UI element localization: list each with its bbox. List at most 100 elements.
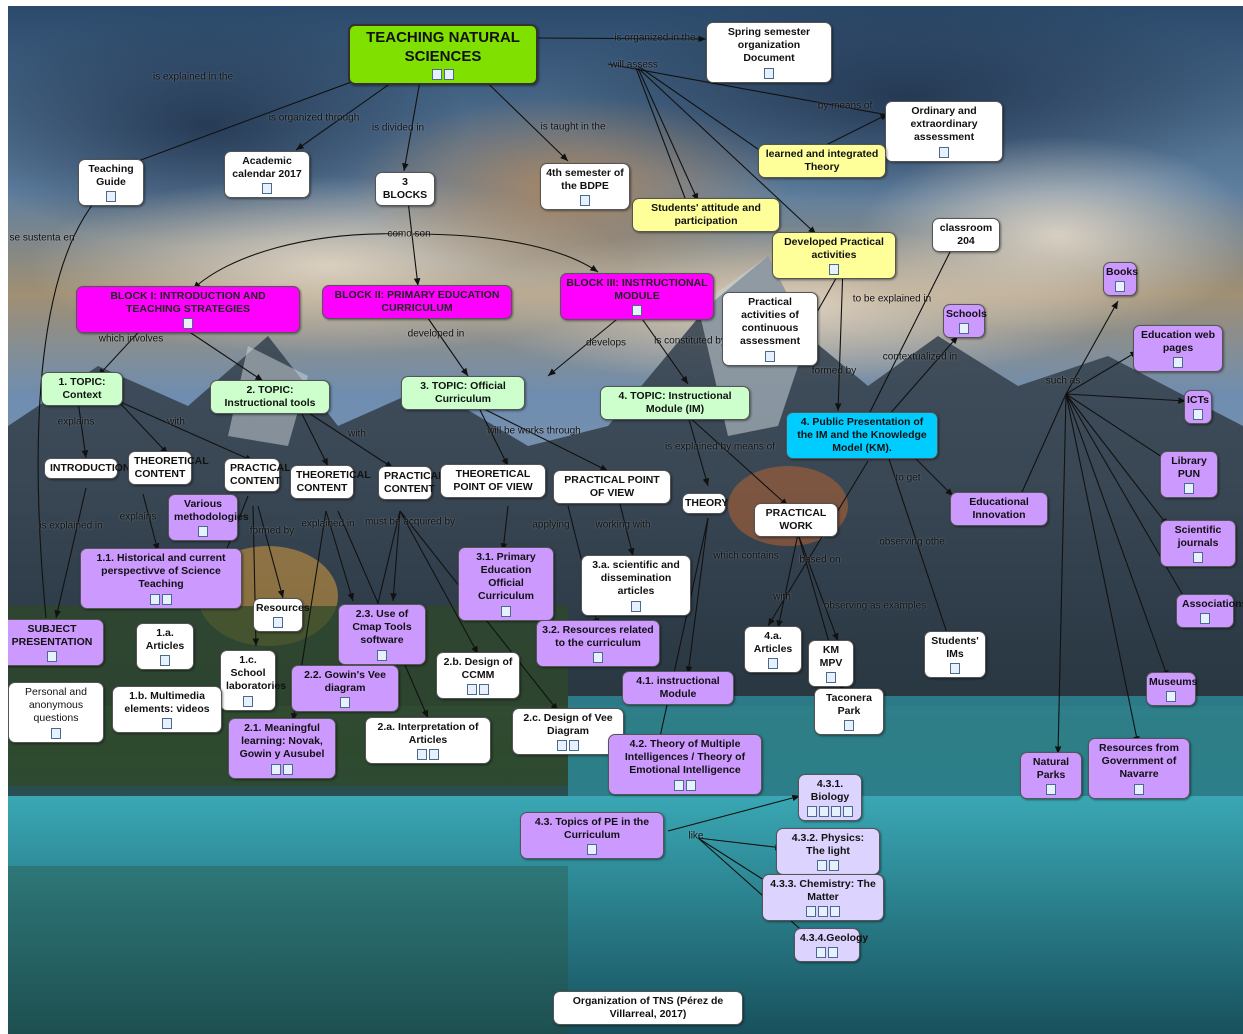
resource-icons[interactable] <box>778 264 890 276</box>
document-icon[interactable] <box>243 695 253 707</box>
resource-icons[interactable] <box>1149 691 1193 703</box>
resource-icons[interactable] <box>946 323 982 335</box>
resource-icons[interactable] <box>8 651 98 663</box>
document-icon[interactable] <box>580 195 590 207</box>
concept-theory[interactable]: THEORY <box>682 493 728 515</box>
resource-icons[interactable] <box>811 672 851 684</box>
document-icon[interactable] <box>1173 357 1183 369</box>
resource-icons[interactable] <box>226 695 270 707</box>
resource-icons[interactable] <box>768 906 878 918</box>
document-icon[interactable] <box>262 183 272 195</box>
document-icon[interactable] <box>429 749 439 761</box>
document-icon[interactable] <box>150 593 160 605</box>
resource-icons[interactable] <box>355 68 531 80</box>
concept-chemistry[interactable]: 4.3.3. Chemistry: The Matter <box>762 874 884 922</box>
resource-icons[interactable] <box>1094 783 1184 795</box>
resource-icons[interactable] <box>84 191 138 203</box>
image-icon[interactable] <box>467 684 477 696</box>
concept-practical-pov[interactable]: PRACTICAL POINT OF VIEW <box>553 470 671 505</box>
resource-icons[interactable] <box>442 684 514 696</box>
document-icon[interactable] <box>826 672 836 684</box>
resource-icons[interactable] <box>371 749 485 761</box>
image-icon[interactable] <box>829 860 839 872</box>
concept-students-ims[interactable]: Students' IMs <box>924 631 986 679</box>
concept-introduction[interactable]: INTRODUCTION <box>44 458 131 480</box>
concept-primary-curriculum[interactable]: 3.1. Primary Education Official Curricul… <box>458 547 554 621</box>
concept-theoretical-pov[interactable]: THEORETICAL POINT OF VIEW <box>440 464 546 499</box>
resource-icons[interactable] <box>1106 281 1134 293</box>
document-icon[interactable] <box>501 605 511 617</box>
resource-icons[interactable] <box>782 860 874 872</box>
concept-gowin[interactable]: 2.2. Gowin's Vee diagram <box>291 665 399 713</box>
resource-icons[interactable] <box>230 183 304 195</box>
concept-articles-4a[interactable]: 4.a. Articles <box>744 626 802 674</box>
concept-multimedia[interactable]: 1.b. Multimedia elements: videos <box>112 686 222 734</box>
concept-fourth-semester[interactable]: 4th semester of the BDPE <box>540 163 630 211</box>
document-icon[interactable] <box>1200 613 1210 625</box>
document-icon[interactable] <box>1166 691 1176 703</box>
document-icon[interactable] <box>569 740 579 752</box>
resource-icons[interactable] <box>234 763 330 775</box>
concept-design-vee[interactable]: 2.c. Design of Vee Diagram <box>512 708 624 756</box>
concept-block3[interactable]: BLOCK III: INSTRUCTIONAL MODULE <box>560 273 714 321</box>
resource-icons[interactable] <box>542 652 654 664</box>
concept-practical-work[interactable]: PRACTICAL WORK <box>754 503 838 538</box>
resource-icons[interactable] <box>750 658 796 670</box>
document-icon[interactable] <box>593 652 603 664</box>
document-icon[interactable] <box>417 749 427 761</box>
document-icon[interactable] <box>432 68 442 80</box>
document-icon[interactable] <box>377 649 387 661</box>
concept-instructional-module[interactable]: 4.1. instructional Module <box>622 671 734 706</box>
image-icon[interactable] <box>162 593 172 605</box>
resource-icons[interactable] <box>1026 784 1076 796</box>
concept-practical-content-1[interactable]: PRACTICAL CONTENT <box>224 458 291 493</box>
document-icon[interactable] <box>768 658 778 670</box>
concept-natural-parks[interactable]: Natural Parks <box>1020 752 1082 800</box>
concept-three-blocks[interactable]: 3 BLOCKS <box>375 172 435 207</box>
concept-biology[interactable]: 4.3.1. Biology <box>798 774 862 822</box>
concept-various-methods[interactable]: Various methodologies <box>168 494 249 542</box>
resource-icons[interactable] <box>86 593 236 605</box>
image-icon[interactable] <box>830 906 840 918</box>
image-icon[interactable] <box>283 763 293 775</box>
concept-theoretical-content-1[interactable]: THEORETICAL CONTENT <box>128 451 209 486</box>
concept-spring-doc[interactable]: Spring semester organization Document <box>706 22 832 83</box>
image-icon[interactable] <box>686 779 696 791</box>
resource-icons[interactable] <box>464 605 548 617</box>
concept-root[interactable]: TEACHING NATURAL SCIENCES <box>348 24 538 85</box>
resource-icons[interactable] <box>1187 409 1209 421</box>
concept-resources-navarre[interactable]: Resources from Government of Navarre <box>1088 738 1190 799</box>
concept-use-cmap[interactable]: 2.3. Use of Cmap Tools software <box>338 604 426 665</box>
concept-school-labs[interactable]: 1.c. School laboratories <box>220 650 286 711</box>
document-icon[interactable] <box>51 727 61 739</box>
resource-icons[interactable] <box>297 697 393 709</box>
concept-personal-questions[interactable]: Personal and anonymous questions <box>8 682 104 743</box>
concept-interpretation[interactable]: 2.a. Interpretation of Articles <box>365 717 491 765</box>
resource-icons[interactable] <box>800 947 854 959</box>
resource-icons[interactable] <box>891 146 997 158</box>
resource-icons[interactable] <box>142 655 188 667</box>
resource-icons[interactable] <box>546 195 624 207</box>
concept-edu-web[interactable]: Education web pages <box>1133 325 1223 373</box>
concept-articles-1a[interactable]: 1.a. Articles <box>136 623 194 671</box>
document-icon[interactable] <box>1115 281 1125 293</box>
document-icon[interactable] <box>1193 409 1203 421</box>
resource-icons[interactable] <box>1182 613 1228 625</box>
document-icon[interactable] <box>807 806 817 818</box>
concept-topic1[interactable]: 1. TOPIC: Context <box>41 372 123 407</box>
document-icon[interactable] <box>1193 552 1203 564</box>
document-icon[interactable] <box>765 350 775 362</box>
concept-ordinary-assessment[interactable]: Ordinary and extraordinary assessment <box>885 101 1003 162</box>
image-icon[interactable] <box>831 806 841 818</box>
resource-icons[interactable] <box>712 67 826 79</box>
concept-topics-pe[interactable]: 4.3. Topics of PE in the Curriculum <box>520 812 664 860</box>
document-icon[interactable] <box>183 318 193 330</box>
resource-icons[interactable] <box>804 806 856 818</box>
document-icon[interactable] <box>764 67 774 79</box>
link-icon[interactable] <box>444 68 454 80</box>
document-icon[interactable] <box>198 526 208 538</box>
concept-km-mpv[interactable]: KM MPV <box>808 640 854 688</box>
document-icon[interactable] <box>340 697 350 709</box>
resource-icons[interactable] <box>820 720 878 732</box>
document-icon[interactable] <box>1184 483 1194 495</box>
